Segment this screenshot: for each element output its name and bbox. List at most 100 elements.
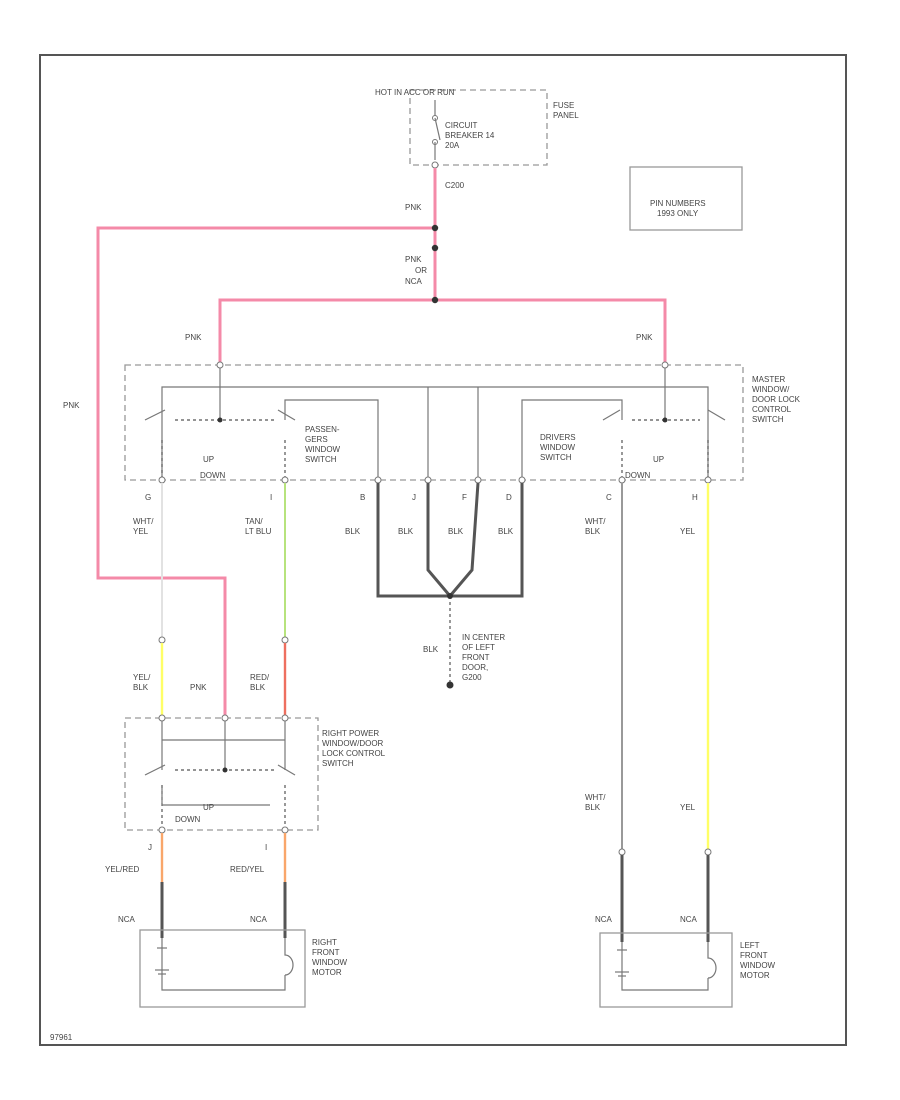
ground-loc-4: DOOR, [462,663,488,672]
right-switch-title-3: LOCK CONTROL [322,749,386,758]
right-switch-title-4: SWITCH [322,759,354,768]
pnk-splice-lower [431,244,439,252]
master-title-3: DOOR LOCK [752,395,801,404]
master-title-2: WINDOW/ [752,385,790,394]
left-motor-label-2: FRONT [740,951,768,960]
pnk-label-left: PNK [63,401,80,410]
wht-yel-connector [158,636,166,644]
pnk-label-rs: PNK [190,683,207,692]
master-up-label-pass: UP [203,455,214,464]
c200-connector [431,161,439,169]
pin-g: G [145,493,151,502]
fuse-panel-box [409,89,548,166]
master-title-4: CONTROL [752,405,792,414]
pnk-or-label: OR [415,266,427,275]
ground-loc-3: FRONT [462,653,490,662]
left-motor-label-3: WINDOW [740,961,776,970]
yel-blk-label-1: YEL/ [133,673,151,682]
pin-i: I [270,493,272,502]
pnk-label-pass: PNK [185,333,202,342]
passenger-switch-label-3: WINDOW [305,445,341,454]
wht-yel-label-1: WHT/ [133,517,154,526]
fuse-panel-label-1: FUSE [553,101,574,110]
ground-splice [447,593,453,599]
yel-label-bottom: YEL [680,803,696,812]
ground-wiring [376,482,524,685]
left-motor-label-4: MOTOR [740,971,770,980]
ground-point [446,681,454,689]
nca-label-top: NCA [405,277,423,286]
right-motor-symbol [155,938,294,991]
pin-f: F [462,493,467,502]
yel-blk-label-2: BLK [133,683,149,692]
right-pin-i: I [265,843,267,852]
master-title-1: MASTER [752,375,786,384]
master-junction-drv [662,417,668,423]
passenger-switch-label-4: SWITCH [305,455,337,464]
hot-source-label: HOT IN ACC OR RUN [375,88,455,97]
ground-loc-5: G200 [462,673,482,682]
breaker-label-3: 20A [445,141,460,150]
pnk-splice-upper [431,224,439,232]
pin-h: H [692,493,698,502]
yel-label-top: YEL [680,527,696,536]
driver-switch-label-2: WINDOW [540,443,576,452]
blk-label-f: BLK [448,527,464,536]
right-pin-j: J [148,843,152,852]
right-switch-box [124,717,319,831]
pnk-power-feed [96,168,667,715]
driver-switch-label-1: DRIVERS [540,433,576,442]
master-internal-wiring [144,368,726,480]
diagram-frame [39,54,847,1046]
right-motor-label-3: WINDOW [312,958,348,967]
nca-label-rm-2: NCA [250,915,268,924]
right-down-label: DOWN [175,815,201,824]
master-junction-pass [217,417,223,423]
right-switch-title-2: WINDOW/DOOR [322,739,384,748]
blk-label-j: BLK [398,527,414,536]
left-motor-box [599,932,733,1008]
nca-label-lm-2: NCA [680,915,698,924]
wht-blk-label-bottom-1: WHT/ [585,793,606,802]
nca-splice [431,296,439,304]
pin-b: B [360,493,365,502]
right-switch-title-1: RIGHT POWER [322,729,379,738]
master-up-label-drv: UP [653,455,664,464]
pin-note-line-2: 1993 ONLY [657,209,699,218]
wht-blk-connector [618,848,626,856]
ground-loc-1: IN CENTER [462,633,505,642]
breaker-label-2: BREAKER 14 [445,131,495,140]
right-up-label: UP [203,803,214,812]
wht-blk-label-top-2: BLK [585,527,601,536]
master-down-label-pass: DOWN [200,471,226,480]
red-blk-label-1: RED/ [250,673,270,682]
master-title-5: SWITCH [752,415,784,424]
wht-yel-label-2: YEL [133,527,149,536]
master-feed-connector-pass [216,361,224,369]
ground-loc-2: OF LEFT [462,643,495,652]
passenger-switch-label-1: PASSEN- [305,425,340,434]
nca-label-rm-1: NCA [118,915,136,924]
tan-ltblu-label-2: LT BLU [245,527,272,536]
nca-label-lm-1: NCA [595,915,613,924]
figure-id: 97961 [50,1033,73,1042]
right-motor-label-4: MOTOR [312,968,342,977]
passenger-switch-label-2: GERS [305,435,328,444]
ground-wire-label: BLK [423,645,439,654]
red-yel-label: RED/YEL [230,865,265,874]
pnk-label-drv: PNK [636,333,653,342]
master-feed-connector-drv [661,361,669,369]
blk-label-b: BLK [345,527,361,536]
fuse-panel-label-2: PANEL [553,111,579,120]
yel-connector [704,848,712,856]
right-switch-junction [222,767,228,773]
driver-switch-label-3: SWITCH [540,453,572,462]
right-switch-internal [144,714,296,834]
c200-label: C200 [445,181,465,190]
breaker-label-1: CIRCUIT [445,121,478,130]
pin-note-line-1: PIN NUMBERS [650,199,706,208]
master-down-label-drv: DOWN [625,471,651,480]
wht-blk-label-top-1: WHT/ [585,517,606,526]
red-blk-label-2: BLK [250,683,266,692]
